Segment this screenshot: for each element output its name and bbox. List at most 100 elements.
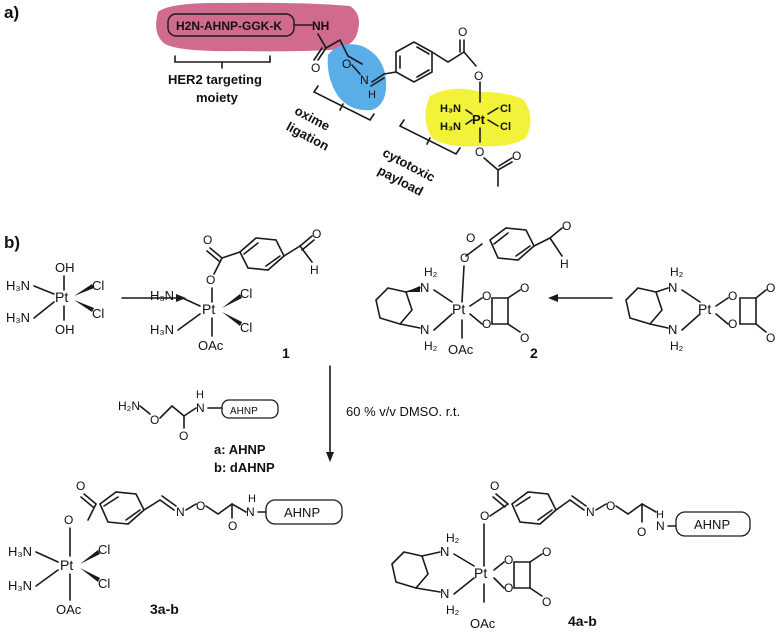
oxime-h-a: H [368,89,376,101]
svg-text:O: O [466,231,475,245]
acetate-o-a: O [475,145,484,159]
svg-text:N: N [668,322,677,337]
svg-text:H₃N: H₃N [6,278,30,293]
svg-text:N: N [440,586,449,601]
pt-a: Pt [472,112,486,127]
svg-text:OAc: OAc [470,616,496,631]
label-compound-2: 2 [530,345,538,361]
svg-text:O: O [179,429,188,443]
svg-text:H₂: H₂ [424,339,438,353]
svg-text:Pt: Pt [698,301,711,317]
svg-text:Pt: Pt [452,301,465,317]
nh3-a2: H₃N [440,121,461,133]
peptide-highlight [156,2,359,52]
nh3-a1: H₃N [440,103,461,115]
svg-text:O: O [542,545,551,559]
svg-text:H: H [656,509,664,521]
svg-text:H₃N: H₃N [150,288,174,303]
aminooxy-reagent: H₂N O O N H [118,389,279,443]
reagent-ahnp: AHNP [230,406,258,417]
svg-text:O: O [206,273,215,287]
svg-text:O: O [728,289,737,303]
svg-text:Cl: Cl [98,576,110,591]
payload-highlight [425,88,531,147]
svg-text:N: N [246,505,255,519]
svg-text:H₂: H₂ [446,531,460,545]
svg-text:O: O [76,479,85,493]
svg-text:O: O [482,289,491,303]
svg-text:H₂: H₂ [670,339,684,353]
targeting-line1: HER2 targeting [168,72,262,87]
svg-text:N: N [656,519,665,533]
svg-text:O: O [504,581,513,595]
svg-text:N: N [196,401,205,415]
svg-text:O: O [312,227,321,241]
svg-text:Cl: Cl [92,278,104,293]
svg-text:H₂: H₂ [424,265,438,279]
brace-targeting [174,55,271,69]
svg-text:O: O [504,553,513,567]
compound3-ahnp: AHNP [284,505,320,520]
cl-a1: Cl [500,103,511,115]
svg-text:O: O [196,499,205,513]
label-compound-3: 3a-b [150,601,179,617]
svg-text:H: H [196,389,204,401]
acetate-co-a: O [512,149,521,163]
ether-o-a: O [342,57,351,71]
svg-text:Cl: Cl [240,320,252,335]
svg-text:N: N [440,544,449,559]
svg-text:O: O [766,331,775,345]
svg-text:H: H [248,493,256,505]
svg-text:Pt: Pt [474,565,487,581]
svg-text:N: N [586,505,595,519]
svg-text:N: N [420,280,429,295]
label-compound-1: 1 [282,345,290,361]
svg-text:H: H [310,263,319,277]
compound4-ahnp: AHNP [694,517,730,532]
targeting-line2: moiety [196,90,239,105]
brace-oxime [312,85,375,122]
svg-text:O: O [562,219,571,233]
svg-text:Pt: Pt [55,289,68,305]
svg-text:O: O [490,479,499,493]
svg-text:H₃N: H₃N [6,310,30,325]
oxime-highlight [327,44,387,111]
svg-text:H₃N: H₃N [150,322,174,337]
svg-text:O: O [64,513,73,527]
ester-o-a: O [474,69,483,83]
svg-text:OH: OH [55,322,75,337]
label-compound-4: 4a-b [568,613,597,629]
peptide-nh: NH [312,19,329,33]
reagent-a: a: AHNP [214,442,266,457]
svg-text:Pt: Pt [60,557,73,573]
brace-payload [398,119,461,156]
svg-text:O: O [637,525,646,539]
carbonyl-o-a: O [311,61,320,75]
svg-text:O: O [482,317,491,331]
svg-text:H: H [560,257,569,271]
cisplatin-ivoh: OH Pt H₃N H₃N Cl Cl OH [6,260,104,337]
svg-text:H₂: H₂ [670,265,684,279]
svg-text:H₂N: H₂N [118,399,140,413]
reaction-conditions: 60 % v/v DMSO. r.t. [346,404,460,419]
compound-1: O O H O Pt H₃N H₃N Cl Cl OAc [150,227,321,353]
svg-text:O: O [542,595,551,609]
svg-text:OAc: OAc [448,342,474,357]
svg-text:O: O [606,499,615,513]
reagent-b: b: dAHNP [214,460,275,475]
svg-text:Cl: Cl [92,306,104,321]
svg-text:O: O [460,251,469,265]
svg-text:O: O [480,509,489,523]
cl-a2: Cl [500,121,511,133]
svg-text:O: O [728,317,737,331]
svg-text:Pt: Pt [202,301,215,317]
compound-4: N N H₂ H₂ Pt O O N O O N H O O O [391,479,751,631]
svg-text:H₃N: H₃N [8,578,32,593]
svg-text:OAc: OAc [56,602,82,617]
svg-text:O: O [150,413,159,427]
svg-text:O: O [520,281,529,295]
svg-text:H₃N: H₃N [8,544,32,559]
compound-3: O N O O N H O Pt H₃N H₃N Cl Cl OAc [8,479,343,617]
